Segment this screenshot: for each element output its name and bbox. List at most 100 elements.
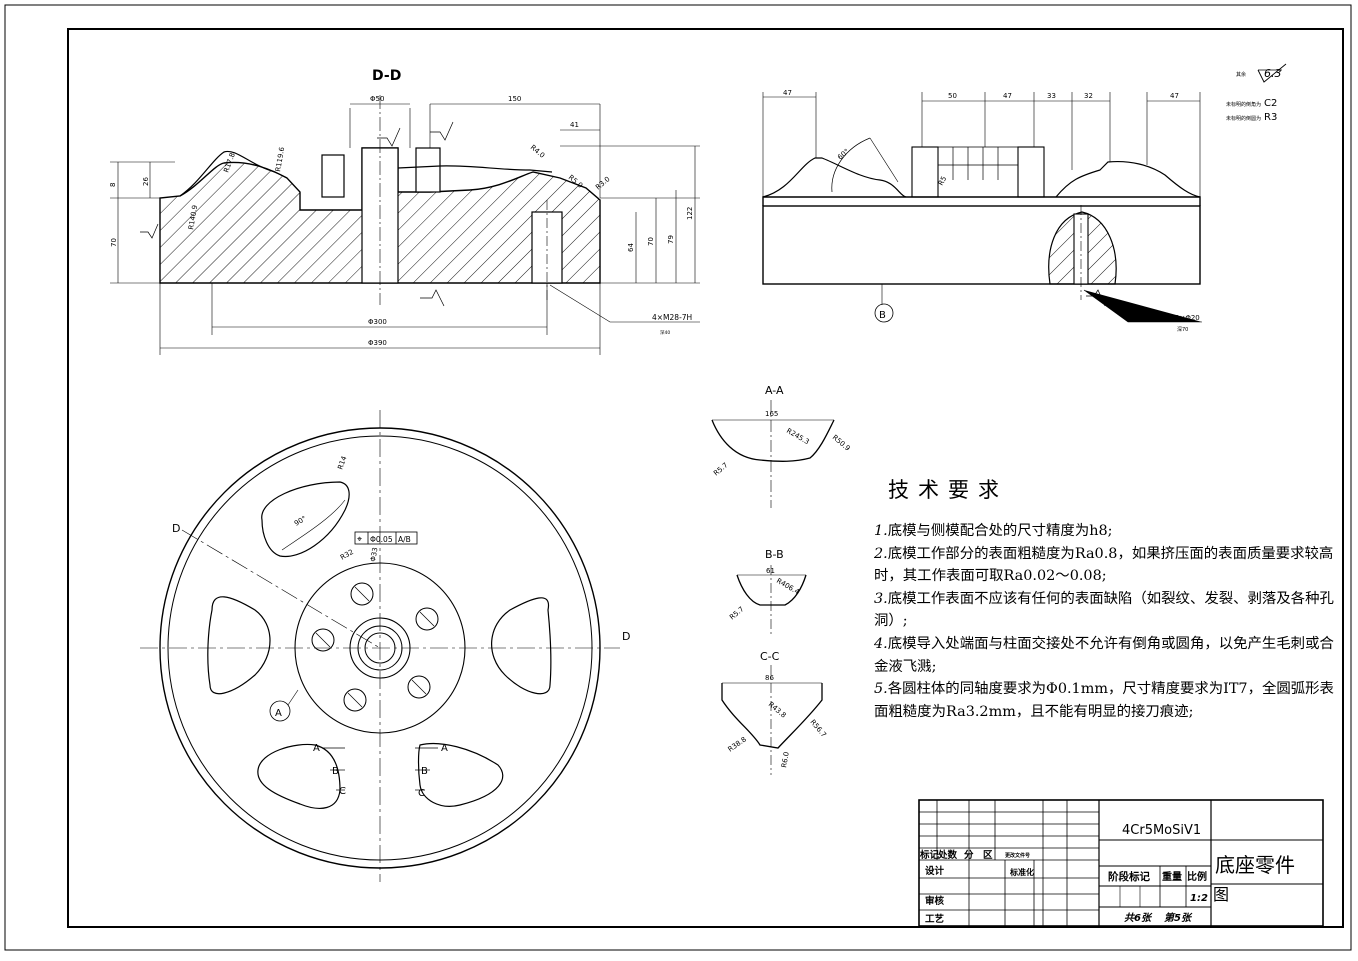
dd-thread-callout: 4×M28-7H	[652, 313, 692, 322]
roughness-note-1: 未标明的倒角为	[1226, 101, 1261, 108]
requirement-item: 4.底模导入处端面与柱面交接处不允许有倒角或圆角，以免产生毛刺或合金液飞溅;	[874, 635, 1334, 675]
roughness-note: 其余 6.3 未标明的倒角为 C2 未标明的倒圆为 R3	[1226, 63, 1287, 123]
section-dd-title: D-D	[372, 68, 401, 84]
side-hole-callout-sub: 深70	[1177, 326, 1188, 333]
plan-view: D D A R14 90° R32 Φ33 ⌖ Φ0.05 A/B A B C …	[140, 410, 630, 882]
designer-label: 设计	[925, 865, 945, 877]
rev-header-zone: 分 区	[964, 849, 993, 861]
dim-aa-2: R50.9	[831, 433, 852, 452]
datum-b: B	[879, 310, 886, 321]
requirements-title: 技术要求	[888, 478, 1008, 502]
material-label: 4Cr5MoSiV1	[1122, 823, 1201, 838]
rev-header-doc: 更改文件号	[1005, 852, 1030, 859]
side-hole-callout: 2×Φ20	[1175, 314, 1200, 322]
dim-dd-11: R3.0	[594, 175, 611, 191]
side-view: 47 50 47 33 32 47 60° R5 B 2×Φ20 深70	[762, 89, 1202, 333]
plan-section-mark-left: D	[172, 522, 180, 535]
dim-cc-0: 86	[765, 674, 774, 682]
section-dd-view: D-D	[109, 68, 700, 355]
dim-dd-16: Φ300	[368, 318, 387, 326]
dim-dd-5: 70	[110, 238, 118, 247]
dim-dd-1: 150	[508, 95, 521, 103]
process-label: 工艺	[925, 913, 945, 925]
dim-dd-3: 8	[109, 183, 117, 187]
dim-cc-4: R6.0	[780, 751, 791, 768]
dim-side-4: 32	[1084, 92, 1093, 100]
dim-cc-1: R43.8	[767, 700, 788, 719]
section-aa-title: A-A	[765, 384, 784, 397]
cut-mark-1: B	[332, 766, 339, 777]
outer-border	[4, 4, 1352, 951]
dim-side-3: 33	[1047, 92, 1056, 100]
requirements-list: 1.底模与侧模配合处的尺寸精度为h8; 2.底模工作部分的表面粗糙度为Ra0.8…	[874, 520, 1344, 723]
dim-side-7: R5	[937, 175, 949, 187]
dim-dd-2: 41	[570, 121, 579, 129]
standard-label: 标准化	[1009, 867, 1034, 877]
dim-bb-1: R406.4	[775, 577, 801, 597]
roughness-note-2-val: R3	[1264, 112, 1277, 123]
title-block-text: 4Cr5MoSiV1 底座零件 图 标记 处数 分 区 更改文件号 设计 标准化…	[919, 823, 1295, 925]
requirement-item: 1.底模与侧模配合处的尺寸精度为h8;	[874, 523, 1113, 539]
section-aa-view: A-A 165 R245.3 R50.9 R5.7	[711, 384, 852, 508]
dim-side-6: 60°	[836, 147, 851, 161]
section-bb-view: B-B 61 R406.4 R5.7	[728, 548, 807, 635]
tolerance-symbol: ⌖	[357, 535, 362, 545]
section-cc-view: C-C 86 R43.8 R56.7 R38.8 R6.0	[721, 650, 828, 775]
cut-mark-5: C	[418, 788, 425, 799]
rev-header-count: 处数	[937, 849, 958, 861]
roughness-label: 其余	[1236, 71, 1246, 78]
sheets-total: 共6张	[1124, 912, 1153, 924]
cut-mark-0: A	[313, 743, 320, 754]
requirement-item: 3.底模工作表面不应该有任何的表面缺陷（如裂纹、发裂、剥落及各种孔洞）;	[874, 590, 1334, 630]
dim-aa-1: R245.3	[785, 427, 811, 446]
datum-a: A	[275, 708, 282, 719]
dim-bb-0: 61	[766, 567, 775, 575]
dim-plan-2: R32	[339, 548, 355, 562]
dim-bb-2: R5.7	[728, 605, 745, 621]
sheet-number: 第5张	[1164, 912, 1193, 924]
dim-dd-7: R119.6	[274, 146, 286, 172]
part-name: 底座零件	[1215, 853, 1295, 877]
dim-plan-1: 90°	[293, 515, 308, 528]
roughness-value: 6.3	[1264, 67, 1282, 80]
roughness-note-1-val: C2	[1264, 98, 1277, 109]
dim-side-5: 47	[1170, 92, 1179, 100]
requirement-item: 2.底模工作部分的表面粗糙度为Ra0.8，如果挤压面的表面质量要求较高时，其工作…	[874, 545, 1334, 585]
requirement-item: 5.各圆柱体的同轴度要求为Φ0.1mm，尺寸精度要求为IT7，全圆弧形表面粗糙度…	[874, 681, 1334, 720]
part-name-cont: 图	[1213, 885, 1229, 904]
dim-cc-3: R38.8	[727, 735, 748, 753]
dim-dd-14: 79	[667, 235, 675, 244]
dim-side-2: 47	[1003, 92, 1012, 100]
dim-aa-0: 165	[765, 410, 778, 418]
dim-dd-0: Φ50	[370, 95, 384, 103]
dim-dd-4: 26	[142, 177, 150, 186]
dim-aa-3: R5.7	[712, 461, 729, 477]
tolerance-datum: A/B	[398, 535, 411, 544]
section-bb-title: B-B	[765, 548, 784, 561]
roughness-note-2: 未标明的倒圆为	[1226, 115, 1261, 122]
plan-section-mark-right: D	[622, 630, 630, 643]
inner-frame	[67, 28, 1344, 928]
section-cc-title: C-C	[760, 650, 780, 663]
cut-mark-2: C	[339, 786, 346, 797]
dd-thread-callout-sub: 深40	[660, 329, 670, 336]
dim-side-0: 47	[783, 89, 792, 97]
title-block	[918, 799, 1324, 927]
scale-value: 1:2	[1190, 893, 1208, 904]
dim-dd-15: 122	[686, 207, 694, 220]
dim-cc-2: R56.7	[808, 718, 827, 739]
cut-mark-4: B	[421, 766, 428, 777]
cut-mark-3: A	[441, 743, 448, 754]
dim-side-1: 50	[948, 92, 957, 100]
dim-dd-17: Φ390	[368, 339, 387, 347]
dim-plan-0: R14	[336, 454, 348, 470]
dim-plan-3: Φ33	[369, 547, 379, 563]
dim-dd-12: 64	[627, 243, 635, 252]
dim-dd-9: R4.0	[529, 143, 546, 159]
dim-dd-13: 70	[647, 237, 655, 246]
rev-header-mark: 标记	[919, 849, 940, 861]
weight-label: 重量	[1162, 870, 1182, 883]
checker-label: 审核	[925, 895, 945, 907]
